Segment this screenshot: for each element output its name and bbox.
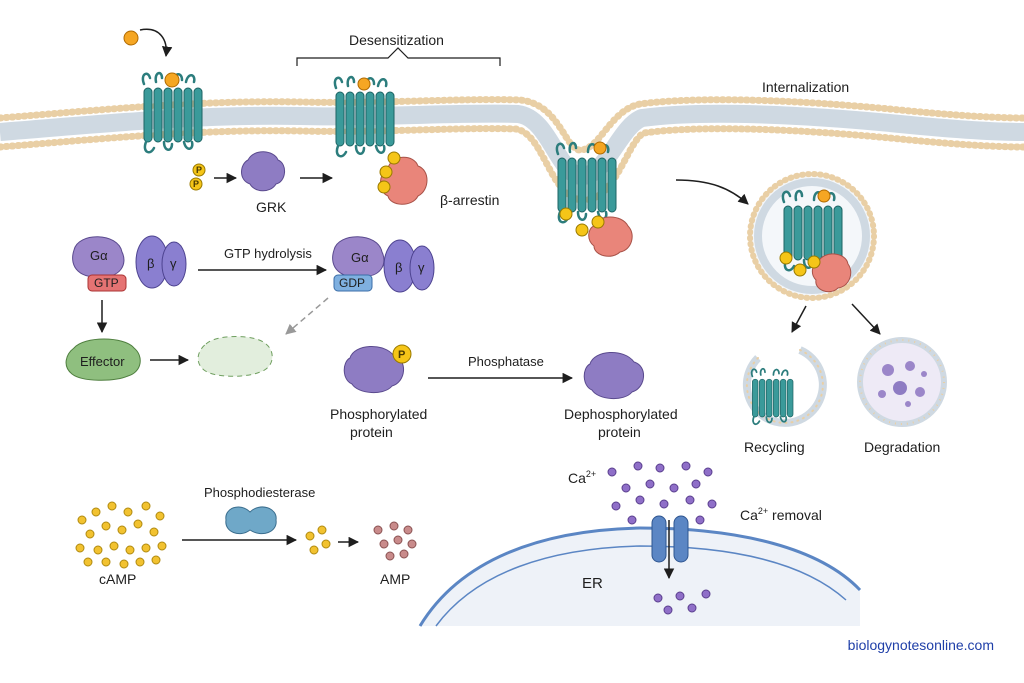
endoplasmic-reticulum	[418, 526, 862, 627]
g-alpha-subunit-gtp	[72, 236, 125, 278]
phosphodiesterase-label: Phosphodiesterase	[204, 485, 315, 500]
calcium-label: Ca2+	[568, 469, 596, 486]
recycling-label: Recycling	[744, 439, 805, 455]
er-label: ER	[582, 575, 603, 592]
camp-label: cAMP	[99, 571, 136, 587]
gdp-badge	[333, 274, 373, 292]
effector-protein	[65, 338, 141, 381]
arrow	[791, 305, 807, 333]
beta-label: β	[395, 260, 402, 275]
gpcr-receptor-phosphorylated	[335, 77, 394, 156]
gdp-label: GDP	[339, 276, 365, 290]
desensitization-label: Desensitization	[349, 32, 444, 48]
desensitization-bracket	[296, 47, 501, 66]
recycling-vesicle	[742, 346, 827, 427]
camp-molecules	[75, 501, 167, 569]
gtp-label: GTP	[94, 276, 119, 290]
grk-label: GRK	[256, 199, 287, 215]
beta-gamma-subunit	[135, 235, 187, 289]
phosphorylated-protein-label-line1: Phosphorylated	[330, 406, 427, 422]
phosphodiesterase-enzyme	[225, 506, 277, 535]
arrow	[675, 179, 749, 205]
g-alpha-subunit-gdp	[332, 236, 385, 278]
calcium-channel	[651, 515, 689, 563]
calcium-removal-label: Ca2+ removal	[740, 506, 822, 523]
amp-label: AMP	[380, 571, 410, 587]
dephosphorylated-protein-label-line1: Dephosphorylated	[564, 406, 678, 422]
gamma-label: γ	[418, 260, 425, 275]
arrow	[285, 297, 329, 335]
source-credit: biologynotesonline.com	[847, 637, 994, 653]
phosphate-label: P	[193, 179, 199, 189]
gpcr-receptor-active	[143, 73, 202, 152]
g-alpha-label: Gα	[351, 250, 369, 265]
beta-arrestin-protein	[380, 156, 428, 205]
gpcr-receptor-internalizing	[557, 141, 616, 222]
phosphorylated-protein	[343, 344, 412, 393]
beta-arrestin-label: β-arrestin	[440, 192, 499, 208]
calcium-ions	[607, 461, 717, 615]
effector-inactive	[197, 336, 273, 377]
amp-molecules	[373, 521, 417, 561]
beta-arrestin-protein	[811, 253, 852, 293]
arrow	[851, 303, 881, 335]
beta-label: β	[147, 256, 154, 271]
phosphate-label: P	[196, 165, 202, 175]
dephosphorylated-protein	[583, 352, 644, 399]
beta-gamma-subunit	[383, 239, 435, 293]
gtp-hydrolysis-label: GTP hydrolysis	[224, 246, 312, 261]
g-alpha-label: Gα	[90, 248, 108, 263]
ligand-incoming	[123, 28, 173, 58]
phosphatase-label: Phosphatase	[468, 354, 544, 369]
dephosphorylated-protein-label-line2: protein	[598, 424, 641, 440]
effector-label: Effector	[80, 354, 125, 369]
gpcr-receptor-recycled	[752, 369, 793, 424]
gamma-label: γ	[170, 256, 177, 271]
internalization-label: Internalization	[762, 79, 849, 95]
intermediate-molecules	[305, 525, 331, 555]
grk-kinase	[241, 151, 285, 192]
gpcr-receptor-endocytosed	[783, 189, 842, 270]
lysosome-degradation	[857, 337, 947, 427]
degradation-label: Degradation	[864, 439, 940, 455]
gtp-badge	[87, 274, 127, 292]
phosphate-label: P	[398, 349, 405, 361]
phosphorylated-protein-label-line2: protein	[350, 424, 393, 440]
